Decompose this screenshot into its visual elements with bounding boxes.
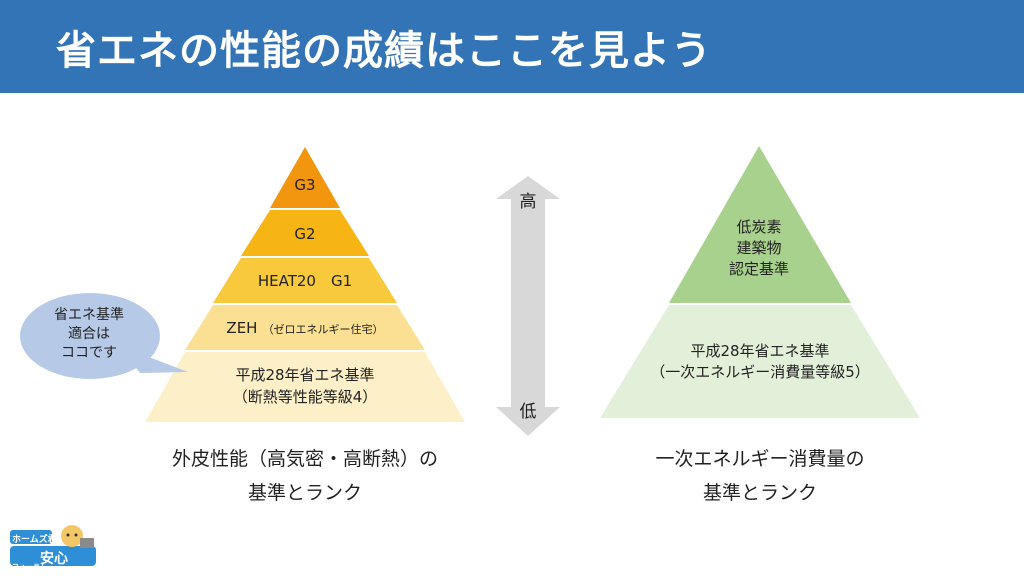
right-pyramid: 低炭素 建築物 認定基準 平成28年省エネ基準 （一次エネルギー消費量等級5）	[600, 146, 920, 418]
right-caption: 一次エネルギー消費量の 基準とランク	[610, 442, 910, 510]
left-caption-line2: 基準とランク	[247, 482, 362, 504]
level-label-heat20-g1: HEAT20 G1	[258, 272, 352, 290]
level-label-h28-line2: （断熱等性能等級4）	[233, 388, 378, 406]
pyramid-level-h28-standard	[145, 352, 465, 422]
callout-text: 省エネ基準 適合は ココです	[34, 306, 144, 363]
callout-bubble	[20, 293, 188, 379]
left-caption: 外皮性能（高気密・高断熱）の 基準とランク	[140, 442, 470, 510]
brand-logo: ホームズ君 安心 フォーラム	[10, 524, 96, 571]
level-label-h28-line1: 平成28年省エネ基準	[235, 366, 374, 384]
pyramid-level-heat20-g1	[213, 258, 397, 303]
arrow-bottom-label: 低	[520, 402, 537, 422]
right-top-line3: 認定基準	[729, 260, 789, 278]
right-pyramid-bottom	[600, 305, 920, 418]
high-low-arrow: 高 低	[496, 176, 560, 436]
pyramid-level-g3	[270, 147, 340, 208]
header-bar: 省エネの性能の成績はここを見よう	[0, 0, 1024, 93]
pyramid-level-g2	[241, 210, 369, 256]
level-label-zeh: ZEH （ゼロエネルギー住宅）	[226, 318, 383, 337]
logo-main-text: 安心	[40, 551, 68, 567]
arrow-top-label: 高	[520, 192, 537, 212]
callout-body	[20, 293, 160, 379]
right-caption-line1: 一次エネルギー消費量の	[655, 448, 865, 470]
logo-bottom-text: フォーラム	[12, 563, 47, 571]
zeh-main-label: ZEH	[226, 319, 257, 337]
pyramid-level-zeh	[185, 305, 425, 350]
level-label-g3: G3	[294, 176, 315, 194]
right-caption-line2: 基準とランク	[702, 482, 817, 504]
right-bottom-line2: （一次エネルギー消費量等級5）	[650, 363, 870, 381]
brand-logo-graphic	[10, 525, 96, 566]
callout-line: 省エネ基準	[54, 307, 124, 323]
left-caption-line1: 外皮性能（高気密・高断熱）の	[171, 448, 438, 470]
left-pyramid: G3 G2 HEAT20 G1 ZEH （ゼロエネルギー住宅） 平成28年省エネ…	[145, 147, 465, 422]
right-bottom-line1: 平成28年省エネ基準	[690, 342, 829, 360]
right-top-line1: 低炭素	[736, 218, 781, 236]
double-arrow-icon	[496, 176, 560, 436]
page-title: 省エネの性能の成績はここを見よう	[56, 28, 712, 74]
level-label-g2: G2	[294, 225, 315, 243]
right-top-line2: 建築物	[736, 239, 781, 257]
callout-line: ココです	[61, 345, 117, 361]
right-pyramid-top	[669, 146, 851, 303]
callout-line: 適合は	[68, 326, 110, 342]
logo-top-text: ホームズ君	[12, 535, 57, 545]
zeh-sub-label: （ゼロエネルギー住宅）	[263, 322, 384, 336]
